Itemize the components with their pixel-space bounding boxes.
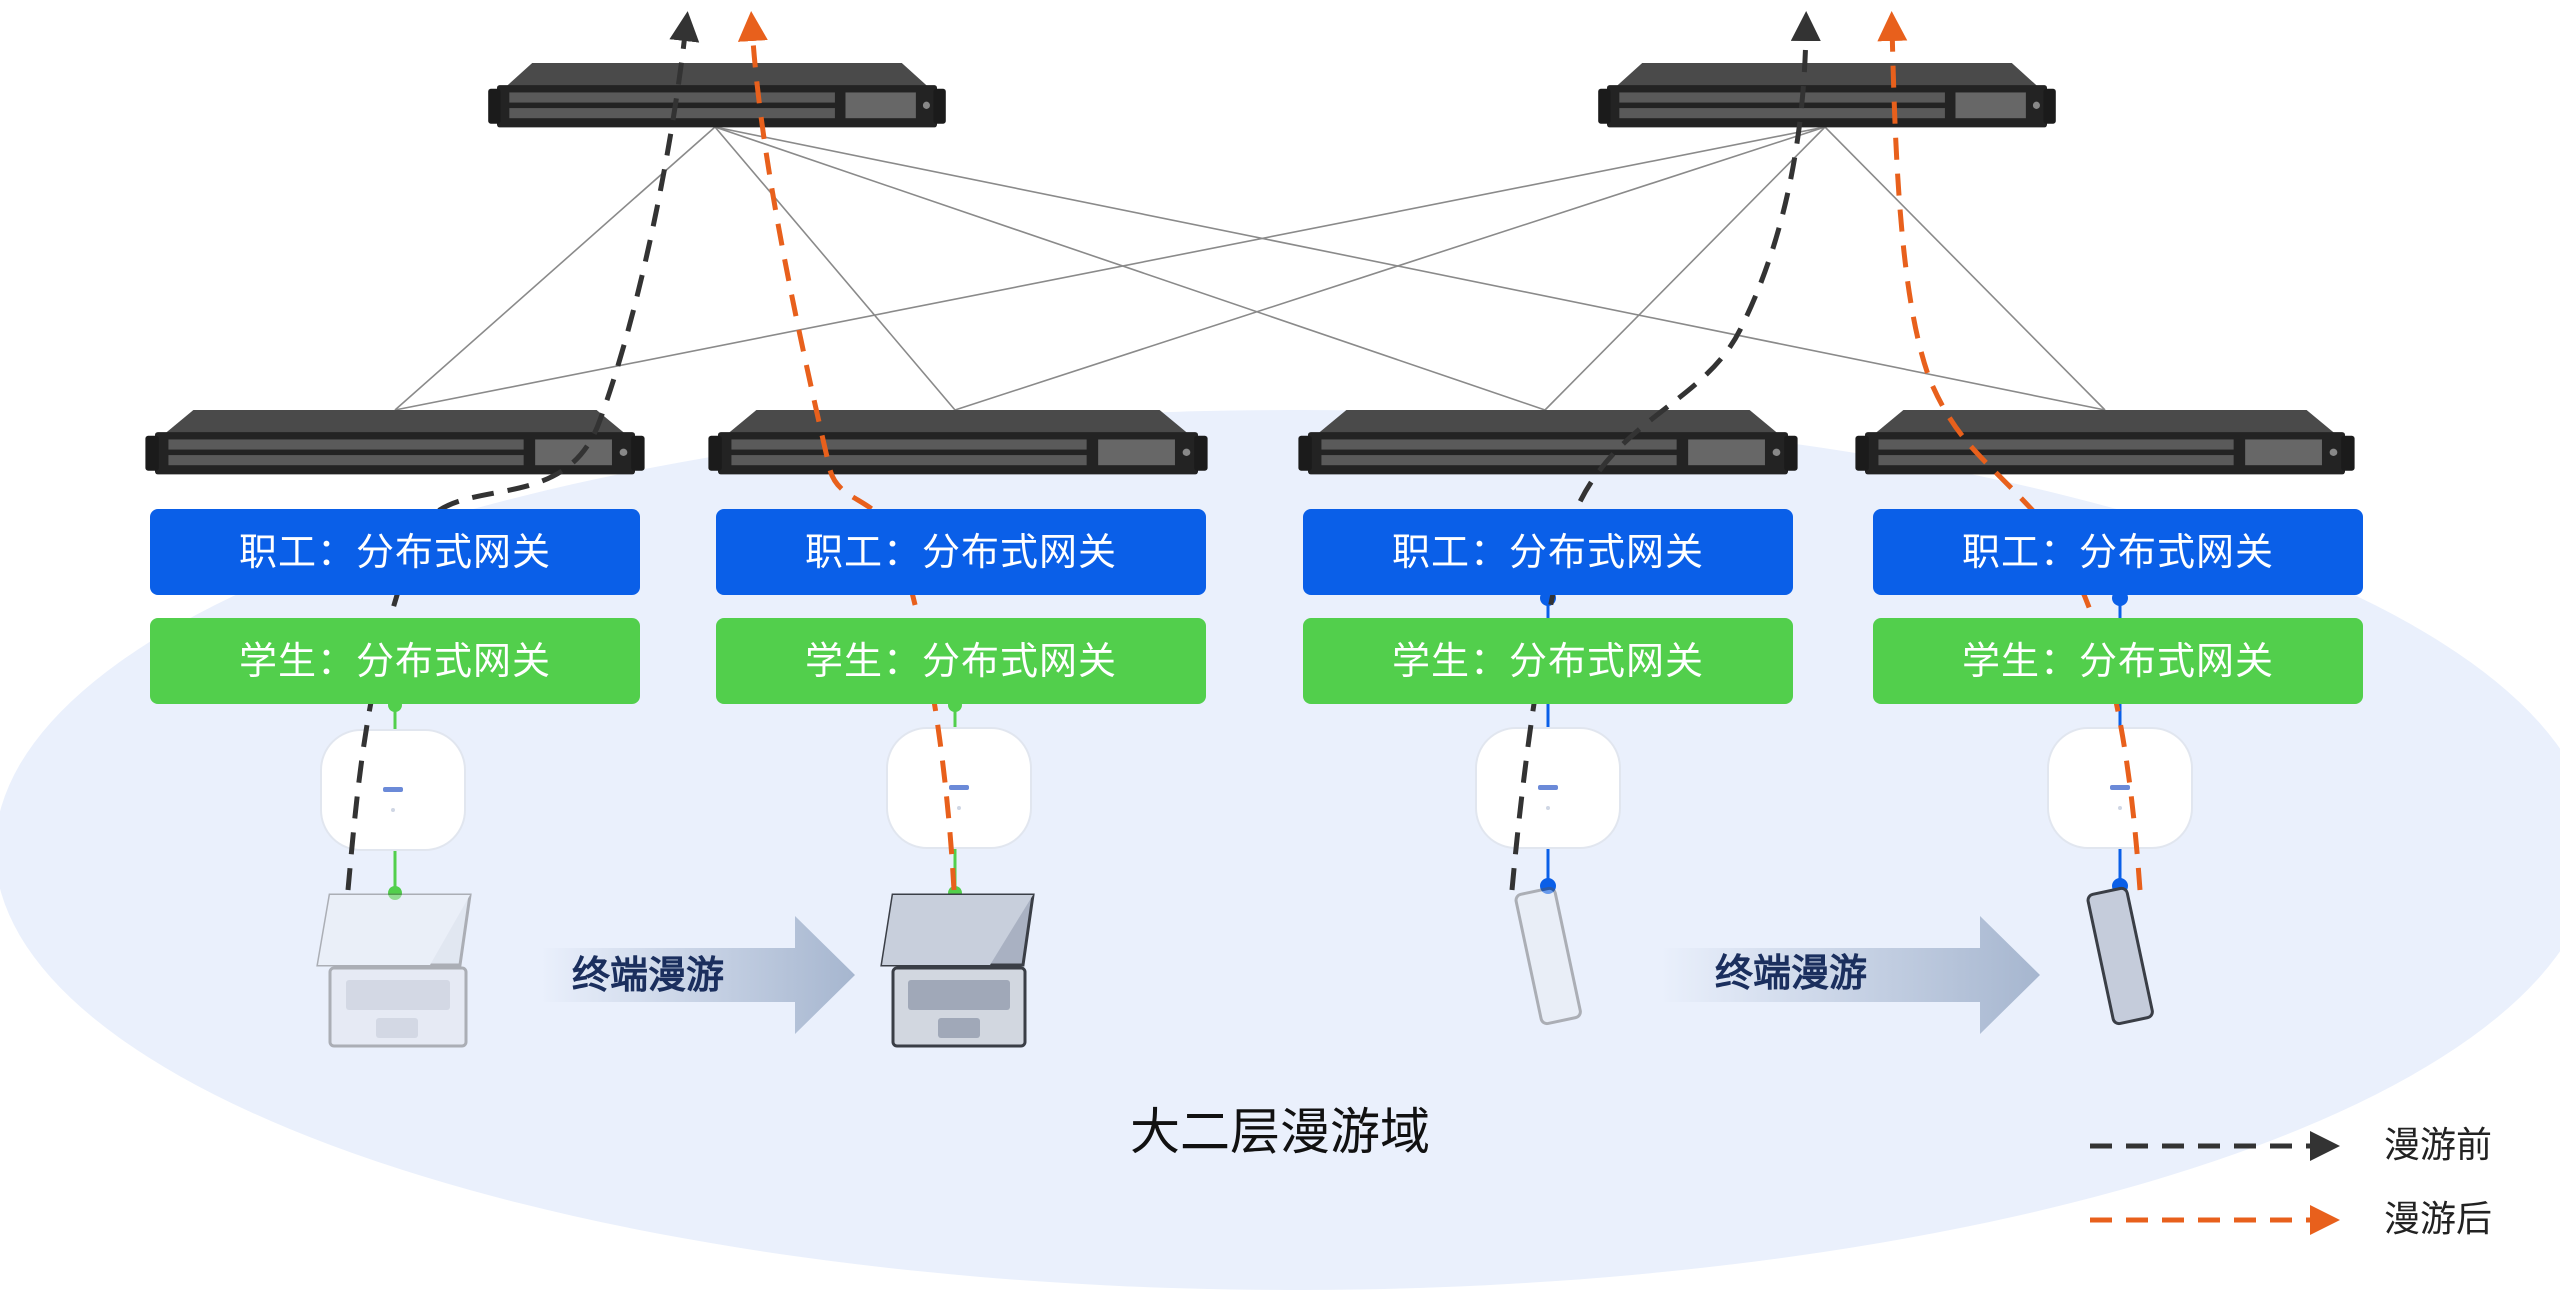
path-before-laptop xyxy=(345,11,700,891)
path-after-laptop xyxy=(737,11,957,891)
laptop-after-icon xyxy=(880,893,1035,1048)
leaf-switch-1 xyxy=(145,410,645,475)
laptop-before-icon xyxy=(316,893,472,1048)
spine-switch-right xyxy=(1598,63,2056,128)
student-gateway-3: 学生：分布式网关 xyxy=(1303,618,1793,704)
tablet-after-icon xyxy=(2086,886,2154,1026)
roaming-domain-label: 大二层漫游域 xyxy=(1130,1103,1430,1161)
staff-gateway-2: 职工：分布式网关 xyxy=(716,509,1206,595)
tablet-before-icon xyxy=(1514,886,1582,1026)
roam-arrow-tablet xyxy=(1660,916,2040,1034)
path-after-tablet xyxy=(1877,11,2143,891)
roam-label-tablet: 终端漫游 xyxy=(1715,951,1868,995)
access-point-4 xyxy=(2047,727,2193,849)
access-point-3 xyxy=(1475,727,1621,849)
legend-after-label: 漫游后 xyxy=(2384,1199,2493,1240)
path-before-tablet xyxy=(1509,11,1821,891)
staff-gateway-3: 职工：分布式网关 xyxy=(1303,509,1793,595)
spine-switch-left xyxy=(488,63,946,128)
staff-gateway-4: 职工：分布式网关 xyxy=(1873,509,2363,595)
leaf-switch-3 xyxy=(1298,410,1798,475)
access-point-1 xyxy=(320,729,466,851)
legend-before-label: 漫游前 xyxy=(2384,1125,2493,1166)
roam-label-laptop: 终端漫游 xyxy=(572,953,725,997)
uplink-mesh xyxy=(394,126,2106,411)
student-gateway-2: 学生：分布式网关 xyxy=(716,618,1206,704)
leaf-switch-4 xyxy=(1855,410,2355,475)
access-point-2 xyxy=(886,727,1032,849)
roam-arrow-laptop xyxy=(540,916,855,1034)
leaf-switch-2 xyxy=(708,410,1208,475)
staff-gateway-1: 职工：分布式网关 xyxy=(150,509,640,595)
student-gateway-4: 学生：分布式网关 xyxy=(1873,618,2363,704)
student-gateway-1: 学生：分布式网关 xyxy=(150,618,640,704)
